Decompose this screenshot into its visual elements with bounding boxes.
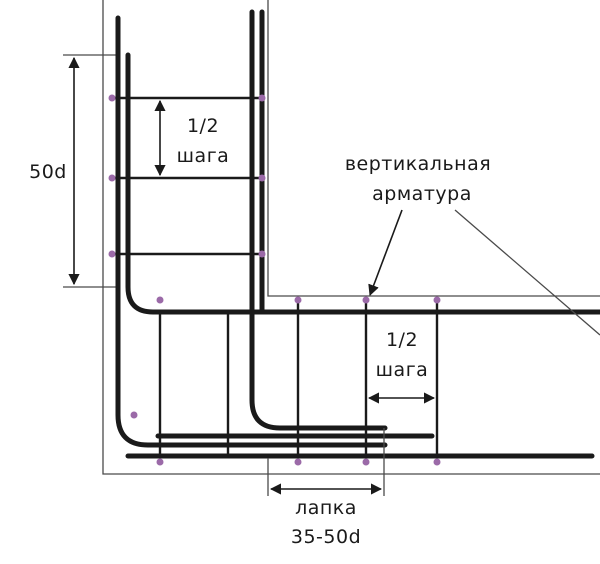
node-dots	[108, 94, 441, 466]
label-lapka-2: 35-50d	[291, 526, 361, 548]
vertical-rebars	[115, 9, 600, 448]
dimension-50d: 50d	[29, 56, 80, 286]
label-vertical-rebar-2: арматура	[372, 183, 472, 205]
label-50d: 50d	[29, 161, 67, 183]
label-half-step-right-2: шага	[376, 359, 429, 381]
label-half-step-top-1: 1/2	[187, 115, 219, 137]
label-half-step-right-1: 1/2	[386, 329, 418, 351]
column-ties	[112, 96, 262, 256]
label-half-step-top-2: шага	[177, 145, 230, 167]
callout-vertical-rebar: вертикальная арматура	[345, 153, 600, 336]
dimension-lapka: лапка 35-50d	[267, 428, 385, 548]
horizontal-rebars	[125, 433, 595, 459]
concrete-outline	[63, 0, 600, 475]
label-vertical-rebar-1: вертикальная	[345, 153, 491, 175]
label-lapka-1: лапка	[295, 497, 357, 519]
dimension-half-step-top: 1/2 шага	[154, 99, 230, 177]
beam-ties	[158, 300, 439, 456]
dimension-half-step-right: 1/2 шага	[367, 329, 436, 404]
